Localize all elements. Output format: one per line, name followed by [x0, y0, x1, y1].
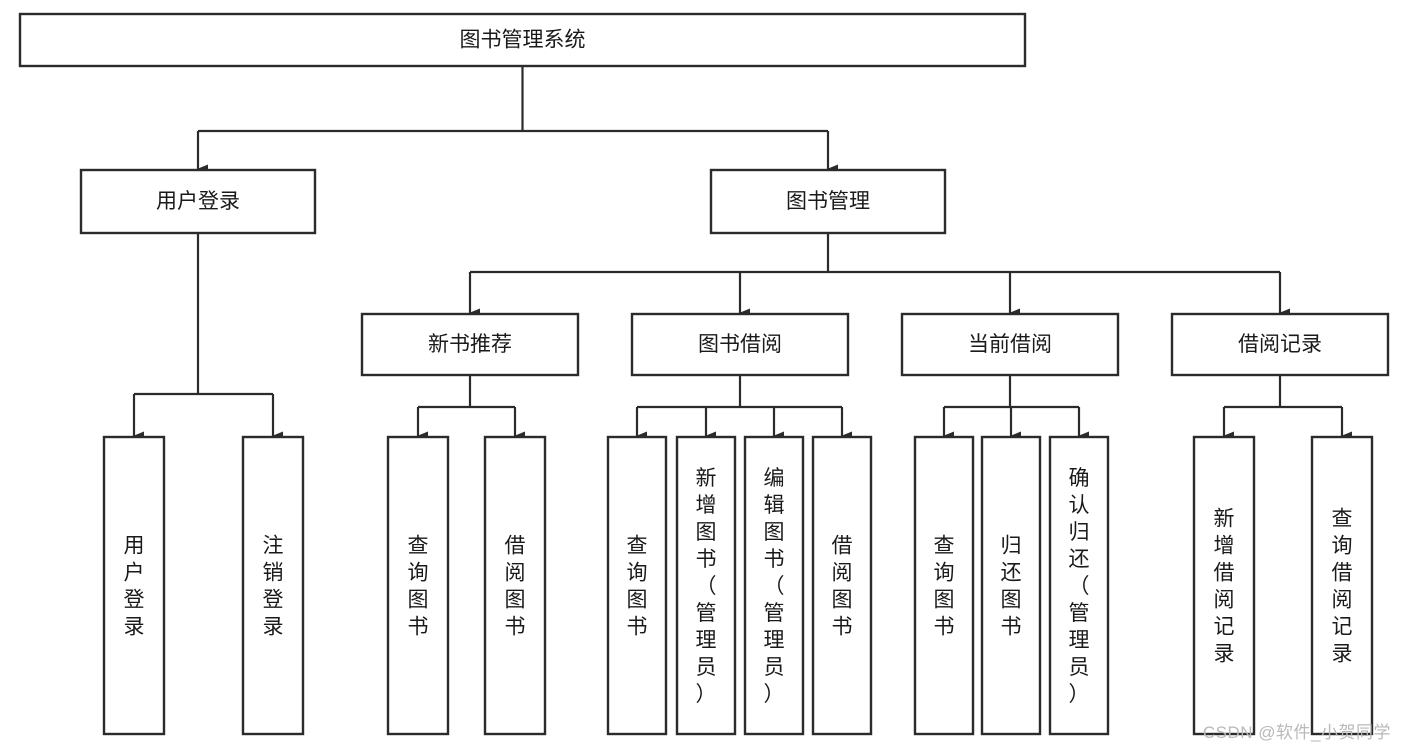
node-label-new-book-rec: 新书推荐	[428, 333, 512, 356]
node-box-book-borrow	[630, 312, 850, 377]
node-label-leaf-borrow-book-2: 借阅图书	[832, 535, 853, 639]
node-box-leaf-query-book-1	[386, 435, 450, 736]
node-label-leaf-add-record: 新增借阅记录	[1214, 508, 1235, 666]
node-label-book-manage: 图书管理	[786, 190, 870, 213]
node-leaf-edit-book[interactable]: 编辑图书（管理员）	[743, 435, 805, 736]
node-leaf-user-login[interactable]: 用户登录	[102, 435, 166, 736]
node-label-root: 图书管理系统	[460, 29, 586, 52]
node-label-leaf-return-book: 归还图书	[1001, 535, 1022, 639]
node-label-leaf-query-book-2: 查询图书	[627, 535, 648, 639]
node-box-user-login	[79, 168, 317, 235]
node-leaf-query-book-3[interactable]: 查询图书	[913, 435, 975, 736]
node-label-book-borrow: 图书借阅	[698, 333, 782, 356]
node-label-leaf-edit-book: 编辑图书（管理员）	[764, 467, 785, 706]
node-leaf-borrow-book-2[interactable]: 借阅图书	[811, 435, 873, 736]
node-label-leaf-query-book-1: 查询图书	[408, 535, 429, 639]
node-box-current-borrow	[900, 312, 1120, 377]
node-new-book-rec[interactable]: 新书推荐	[360, 312, 580, 377]
node-box-root	[18, 12, 1027, 68]
node-leaf-add-record[interactable]: 新增借阅记录	[1192, 435, 1256, 736]
node-box-leaf-query-record	[1310, 435, 1374, 736]
node-leaf-confirm-return[interactable]: 确认归还（管理员）	[1048, 435, 1110, 736]
node-box-leaf-edit-book	[743, 435, 805, 736]
node-box-new-book-rec	[360, 312, 580, 377]
node-box-leaf-query-book-2	[606, 435, 668, 736]
node-leaf-logout[interactable]: 注销登录	[241, 435, 305, 736]
node-leaf-add-book[interactable]: 新增图书（管理员）	[675, 435, 737, 736]
node-current-borrow[interactable]: 当前借阅	[900, 312, 1120, 377]
node-box-borrow-record	[1170, 312, 1390, 377]
connector-edges	[132, 66, 1352, 441]
node-box-leaf-add-book	[675, 435, 737, 736]
node-box-leaf-borrow-book-1	[483, 435, 547, 736]
csdn-watermark: CSDN @软件_小贺同学	[1202, 723, 1391, 742]
node-label-borrow-record: 借阅记录	[1238, 333, 1322, 356]
node-box-leaf-confirm-return	[1048, 435, 1110, 736]
node-leaf-query-book-2[interactable]: 查询图书	[606, 435, 668, 736]
node-label-leaf-logout: 注销登录	[263, 535, 284, 639]
node-book-manage[interactable]: 图书管理	[709, 168, 947, 235]
node-box-leaf-return-book	[980, 435, 1042, 736]
node-borrow-record[interactable]: 借阅记录	[1170, 312, 1390, 377]
node-box-leaf-query-book-3	[913, 435, 975, 736]
node-label-leaf-confirm-return: 确认归还（管理员）	[1069, 467, 1090, 706]
node-boxes: 图书管理系统用户登录图书管理新书推荐图书借阅当前借阅借阅记录用户登录注销登录查询…	[18, 12, 1390, 736]
node-label-leaf-add-book: 新增图书（管理员）	[696, 467, 717, 706]
node-label-current-borrow: 当前借阅	[968, 333, 1052, 356]
node-box-leaf-user-login	[102, 435, 166, 736]
node-box-leaf-borrow-book-2	[811, 435, 873, 736]
node-leaf-query-book-1[interactable]: 查询图书	[386, 435, 450, 736]
node-book-borrow[interactable]: 图书借阅	[630, 312, 850, 377]
node-box-book-manage	[709, 168, 947, 235]
node-label-leaf-user-login: 用户登录	[124, 535, 145, 639]
node-box-leaf-logout	[241, 435, 305, 736]
node-leaf-query-record[interactable]: 查询借阅记录	[1310, 435, 1374, 736]
node-label-leaf-borrow-book-1: 借阅图书	[505, 535, 526, 639]
node-label-user-login: 用户登录	[156, 190, 240, 213]
node-box-leaf-add-record	[1192, 435, 1256, 736]
node-user-login[interactable]: 用户登录	[79, 168, 317, 235]
node-root[interactable]: 图书管理系统	[18, 12, 1027, 68]
node-leaf-borrow-book-1[interactable]: 借阅图书	[483, 435, 547, 736]
node-leaf-return-book[interactable]: 归还图书	[980, 435, 1042, 736]
node-label-leaf-query-book-3: 查询图书	[934, 535, 955, 639]
node-label-leaf-query-record: 查询借阅记录	[1332, 508, 1353, 666]
